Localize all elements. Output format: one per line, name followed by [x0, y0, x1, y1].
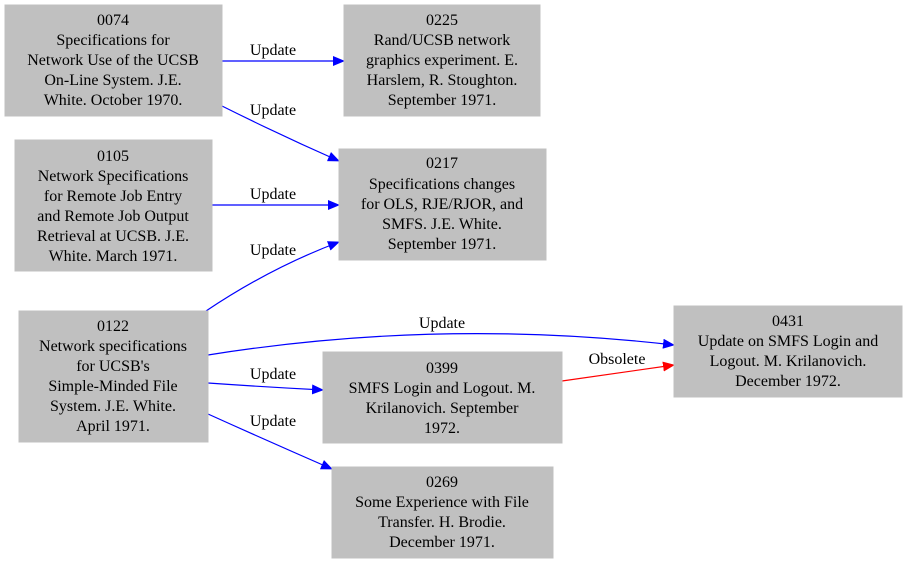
edge-label: Obsolete	[589, 351, 646, 368]
edge-path	[207, 382, 324, 395]
edge-label: Update	[250, 42, 296, 59]
node-text-line: Rand/UCSB network	[374, 32, 510, 49]
node-text-line: for OLS, RJE/RJOR, and	[361, 196, 523, 213]
node-box	[4, 4, 223, 117]
node-id: 0217	[426, 155, 458, 172]
node-text-line: December 1971.	[389, 534, 495, 551]
node-0269: 0269 Some Experience with File Transfer.…	[331, 466, 554, 559]
edge-label: Update	[250, 242, 296, 259]
edge-path	[561, 361, 675, 382]
node-text-line: On-Line System. J.E.	[44, 72, 181, 89]
edge-path	[207, 333, 675, 356]
node-text-line: Logout. M. Krilanovich.	[710, 353, 867, 370]
node-box	[18, 310, 209, 443]
node-0105: 0105 Network Specifications for Remote J…	[14, 139, 213, 272]
node-text-line: for Remote Job Entry	[44, 188, 182, 205]
edge-path	[205, 241, 340, 312]
node-box	[343, 4, 541, 117]
node-id: 0122	[97, 318, 129, 335]
node-text-line: Krilanovich. September	[366, 400, 520, 417]
node-text-line: Some Experience with File	[355, 494, 529, 511]
node-text-line: Update on SMFS Login and	[698, 333, 878, 350]
node-text-line: December 1972.	[735, 373, 841, 390]
node-id: 0269	[426, 474, 458, 491]
node-box	[14, 139, 213, 272]
node-text-line: for UCSB's	[76, 358, 150, 375]
node-text-line: April 1971.	[76, 418, 150, 435]
node-id: 0431	[772, 313, 804, 330]
edge-0399-0431: Obsolete	[561, 351, 675, 382]
node-text-line: 1972.	[424, 420, 460, 437]
node-0431: 0431 Update on SMFS Login and Logout. M.…	[673, 305, 903, 398]
node-text-line: Simple-Minded File	[48, 378, 177, 395]
node-text-line: Transfer. H. Brodie.	[378, 514, 506, 531]
node-text-line: September 1971.	[388, 92, 496, 109]
node-0122: 0122 Network specifications for UCSB's S…	[18, 310, 209, 443]
node-0399: 0399 SMFS Login and Logout. M. Krilanovi…	[322, 351, 563, 444]
edge-0122-0269: Update	[207, 413, 333, 470]
node-text-line: September 1971.	[388, 236, 496, 253]
node-text-line: graphics experiment. E.	[366, 52, 518, 69]
node-text-line: SMFS. J.E. White.	[382, 216, 502, 233]
node-text-line: Network Specifications	[38, 168, 189, 185]
node-text-line: System. J.E. White.	[50, 398, 176, 415]
node-text-line: Retrieval at UCSB. J.E.	[37, 228, 189, 245]
node-text-line: Network Use of the UCSB	[27, 52, 199, 69]
node-box	[331, 466, 554, 559]
node-0225: 0225 Rand/UCSB network graphics experime…	[343, 4, 541, 117]
edge-path	[207, 413, 333, 470]
node-id: 0399	[426, 360, 458, 377]
node-text-line: and Remote Job Output	[37, 208, 189, 225]
edge-0122-0431: Update	[207, 315, 675, 356]
node-0074: 0074 Specifications for Network Use of t…	[4, 4, 223, 117]
edge-label: Update	[250, 366, 296, 383]
edge-0105-0217: Update	[212, 186, 340, 210]
node-id: 0105	[97, 148, 129, 165]
node-text-line: White. March 1971.	[49, 248, 178, 265]
edge-path	[221, 105, 340, 162]
node-text-line: Harslem, R. Stoughton.	[367, 72, 518, 89]
node-box	[338, 148, 547, 261]
node-id: 0225	[426, 12, 458, 29]
node-id: 0074	[97, 12, 129, 29]
edge-0074-0225: Update	[222, 42, 345, 66]
node-text-line: Network specifications	[39, 338, 187, 355]
node-box	[322, 351, 563, 444]
edge-0122-0217: Update	[205, 241, 340, 312]
edge-label: Update	[419, 315, 465, 332]
edge-0122-0399: Update	[207, 366, 324, 395]
node-text-line: White. October 1970.	[44, 92, 183, 109]
node-text-line: SMFS Login and Logout. M.	[349, 380, 536, 397]
edge-label: Update	[250, 413, 296, 430]
edge-0074-0217: Update	[221, 102, 340, 162]
node-box	[673, 305, 903, 398]
edge-label: Update	[250, 102, 296, 119]
node-text-line: Specifications changes	[369, 176, 515, 193]
node-0217: 0217 Specifications changes for OLS, RJE…	[338, 148, 547, 261]
node-text-line: Specifications for	[56, 32, 170, 49]
edge-label: Update	[250, 186, 296, 203]
